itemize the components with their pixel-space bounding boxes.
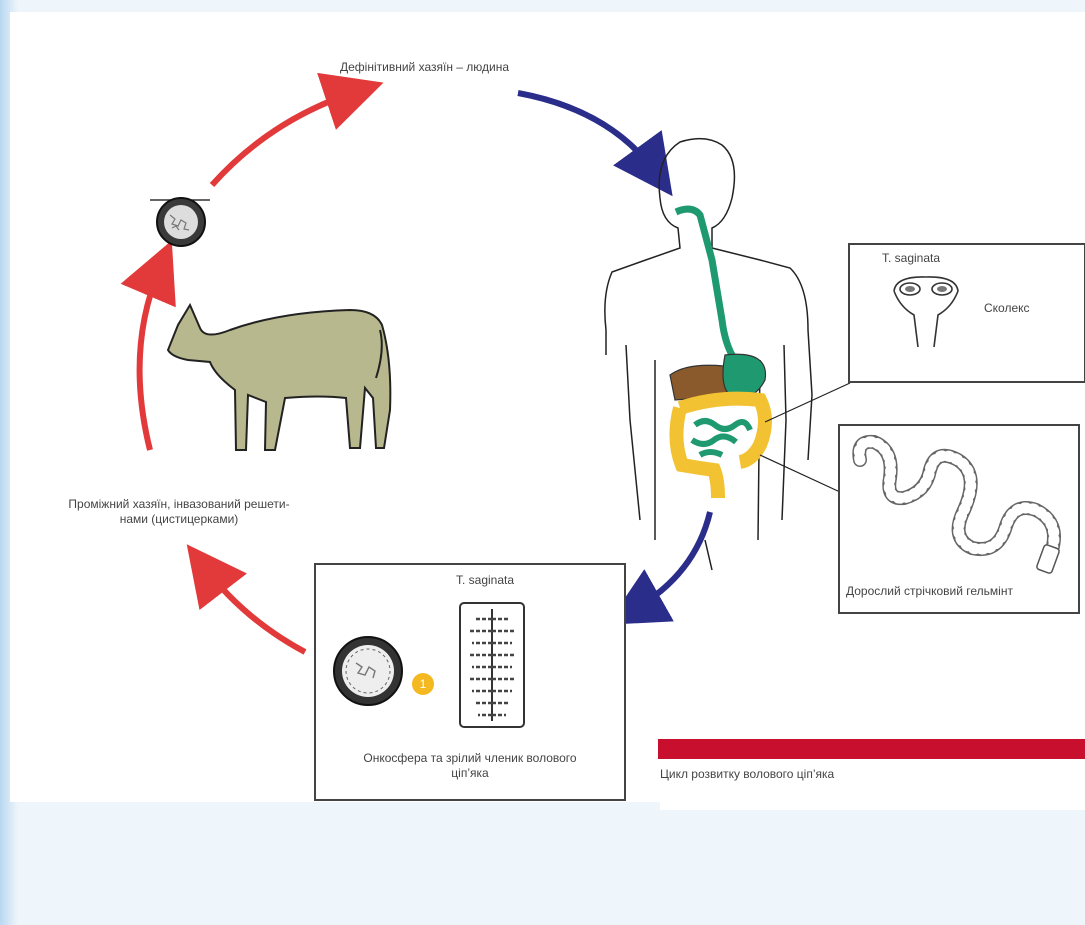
tapeworm-icon	[846, 430, 1072, 580]
pointer-line-adult	[760, 455, 840, 492]
digestive-system-icon	[670, 209, 766, 498]
pointer-line-scolex	[765, 383, 850, 422]
adult-worm-caption: Дорослий стрічковий гельмінт	[846, 584, 1013, 599]
egg-caption-line-2: ціп’яка	[326, 766, 614, 781]
cyst-icon	[150, 198, 210, 246]
egg-species-label: T. saginata	[456, 573, 514, 588]
egg-proglottid-box: T. saginata 1 Онкосфера та зрілий членик…	[314, 563, 626, 801]
intermediate-host-line-2: нами (цистицерками)	[44, 512, 314, 527]
oncosphere-icon	[330, 633, 406, 709]
human-silhouette-icon	[605, 139, 812, 570]
arrow-cyst-to-human	[212, 92, 355, 185]
scolex-caption: Сколекс	[984, 301, 1030, 316]
scolex-box: T. saginata Сколекс	[848, 243, 1085, 383]
intermediate-host-label: Проміжний хазяїн, інвазований решети- на…	[44, 497, 314, 527]
proglottid-icon	[456, 599, 528, 731]
egg-marker: 1	[412, 673, 434, 695]
arrow-human-to-egg	[633, 512, 710, 610]
arrow-egg-to-cow	[205, 568, 305, 652]
arrow-to-human	[518, 93, 655, 172]
intermediate-host-line-1: Проміжний хазяїн, інвазований решети-	[44, 497, 314, 512]
arrow-cow-to-cyst	[140, 268, 160, 450]
caption-bar	[658, 739, 1085, 759]
definitive-host-label: Дефінітивний хазяїн – людина	[340, 60, 509, 75]
egg-caption-line-1: Онкосфера та зрілий членик волового	[326, 751, 614, 766]
adult-worm-box: Дорослий стрічковий гельмінт	[838, 424, 1080, 614]
scolex-icon	[886, 271, 966, 351]
egg-proglottid-caption: Онкосфера та зрілий членик волового ціп’…	[326, 751, 614, 781]
figure-caption: Цикл розвитку волового ціп’яка	[660, 767, 834, 782]
cow-icon	[168, 305, 390, 450]
scolex-species-label: T. saginata	[882, 251, 940, 266]
